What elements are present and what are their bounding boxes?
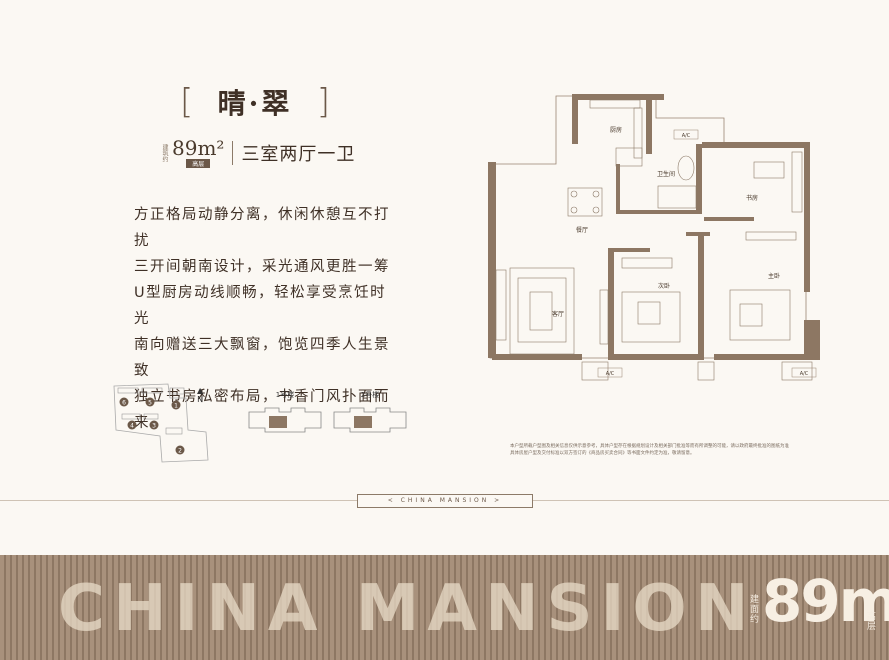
site-plan-map: 6 5 1 4 3 2: [113, 383, 209, 463]
area-prefix-label: 建筑约: [161, 144, 168, 162]
area-type-tag: 高层: [186, 159, 211, 168]
divider-right: [533, 500, 889, 501]
room-label-kitchen: 厨房: [610, 126, 622, 134]
building-number: 3: [152, 423, 156, 430]
room-label-living: 客厅: [552, 310, 564, 318]
building-view-1: 1号楼: [245, 390, 325, 440]
north-arrow-icon: ▲: [197, 386, 204, 395]
feature-line: U型厨房动线顺畅，轻松享受烹饪时光: [134, 285, 387, 327]
building-marker: 6: [119, 397, 129, 407]
room-label-secondary: 次卧: [658, 282, 670, 290]
area-box: 89m² 高层: [172, 138, 224, 168]
area-line: 建筑约 89m² 高层 三室两厅一卫: [160, 138, 373, 168]
disclaimer-line: 具体房屋户型及交付标准以双方签订的《商品房买卖合同》等书面文件约定为准，敬请留意…: [510, 451, 695, 456]
ac-label: A/C: [800, 371, 809, 377]
north-indicator: ▲ N: [197, 386, 203, 404]
brand-mansion-label: < CHINA MANSION >: [357, 494, 533, 508]
title-bracket-right: ]: [316, 82, 330, 122]
feature-line: 三开间朝南设计，采光通风更胜一筹: [134, 259, 390, 275]
building-view-label: 1号楼: [275, 391, 295, 399]
divider-left: [0, 500, 357, 501]
building-view-label: 2号楼: [360, 391, 380, 399]
building-outline: [333, 407, 407, 433]
area-value: 89m²: [172, 136, 225, 160]
band-area-prefix: 建面约: [750, 595, 760, 625]
plan-title: [ 晴·翠 ]: [180, 82, 330, 122]
feature-line: 南向赠送三大飘窗，饱览四季人生景致: [134, 337, 390, 379]
building-outline: [248, 407, 322, 433]
building-view-2: 2号楼: [330, 390, 410, 440]
band-area-value: 89m²: [762, 567, 889, 635]
title-bracket-left: [: [180, 82, 194, 122]
disclaimer: 本户型所载户型图及相关信息仅供示意参考，具体户型存在根据规划设计及相关部门批准等…: [510, 443, 815, 457]
layout-name: 三室两厅一卫: [241, 144, 356, 165]
room-label-dining: 餐厅: [576, 226, 588, 234]
building-number: 6: [122, 400, 126, 407]
plan-name: 晴·翠: [217, 87, 293, 120]
ac-label: A/C: [682, 133, 691, 139]
feature-list: 方正格局动静分离，休闲休憩互不打扰 三开间朝南设计，采光通风更胜一筹 U型厨房动…: [134, 202, 394, 436]
room-label-bathroom: 卫生间: [657, 170, 675, 178]
feature-line: 方正格局动静分离，休闲休憩互不打扰: [134, 207, 390, 249]
band-brand-text: CHINA MANSION: [58, 572, 757, 646]
building-marker: 3: [149, 420, 159, 430]
building-marker: 2: [175, 445, 185, 455]
bottom-band: [0, 555, 889, 660]
building-number: 1: [174, 403, 178, 410]
north-label: N: [197, 395, 204, 404]
room-label-study: 书房: [746, 194, 758, 202]
building-number: 5: [148, 400, 152, 407]
floor-plan: 厨房 餐厅 卫生间 书房 主卧 次卧 客厅 A/C A/C A/C: [488, 94, 820, 381]
building-number: 4: [130, 423, 134, 430]
building-marker: 5: [145, 397, 155, 407]
ac-label: A/C: [606, 371, 615, 377]
building-marker: 1: [171, 400, 181, 410]
room-label-master: 主卧: [768, 272, 780, 280]
building-number: 2: [178, 448, 182, 455]
band-area-suffix: 高层: [867, 612, 877, 632]
area-divider: [232, 141, 234, 165]
disclaimer-line: 本户型所载户型图及相关信息仅供示意参考，具体户型存在根据规划设计及相关部门批准等…: [510, 444, 789, 449]
building-marker: 4: [127, 420, 137, 430]
